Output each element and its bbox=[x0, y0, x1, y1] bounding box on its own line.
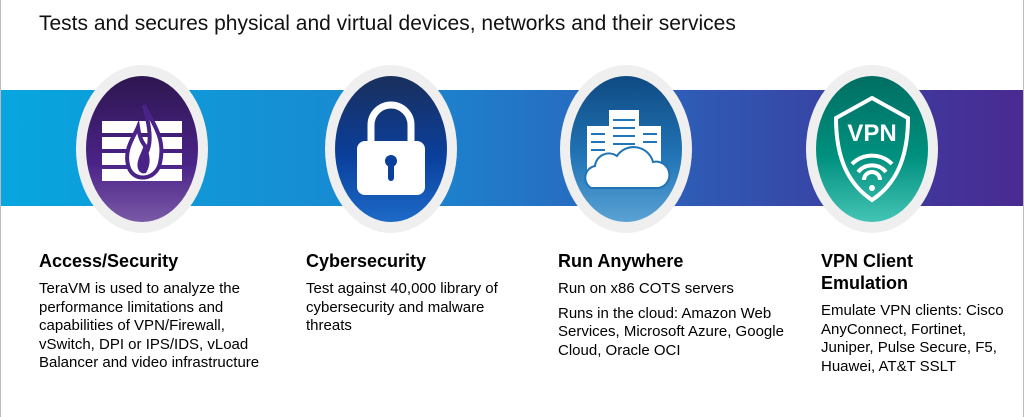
column-heading: VPN Client Emulation bbox=[821, 251, 914, 293]
access-security-column: Access/Security TeraVM is used to analyz… bbox=[39, 250, 279, 379]
column-text: TeraVM is used to analyze the performanc… bbox=[39, 280, 260, 371]
cybersecurity-badge bbox=[325, 65, 457, 233]
column-text: Emulate VPN clients: Cisco AnyConnect, F… bbox=[821, 302, 1004, 375]
column-heading: Run Anywhere bbox=[558, 251, 684, 271]
column-text: Run on x86 COTS servers bbox=[558, 280, 734, 297]
vpn-client-column: VPN Client Emulation Emulate VPN clients… bbox=[821, 250, 1011, 382]
firewall-icon bbox=[86, 76, 198, 222]
vpn-shield-icon: VPN bbox=[816, 76, 928, 222]
run-anywhere-badge bbox=[560, 65, 692, 233]
run-anywhere-column: Run Anywhere Run on x86 COTS servers Run… bbox=[558, 250, 788, 366]
firewall-badge bbox=[76, 65, 208, 233]
column-text: Runs in the cloud: Amazon Web Services, … bbox=[558, 304, 784, 359]
column-text: Test against 40,000 library of cybersecu… bbox=[306, 280, 498, 334]
page-title: Tests and secures physical and virtual d… bbox=[39, 12, 736, 35]
padlock-icon bbox=[335, 76, 447, 222]
cybersecurity-column: Cybersecurity Test against 40,000 librar… bbox=[306, 250, 521, 342]
vpn-badge: VPN bbox=[806, 65, 938, 233]
column-heading: Cybersecurity bbox=[306, 251, 427, 271]
vpn-icon-text: VPN bbox=[847, 120, 897, 147]
column-heading: Access/Security bbox=[39, 251, 179, 271]
cloud-servers-icon bbox=[570, 76, 682, 222]
